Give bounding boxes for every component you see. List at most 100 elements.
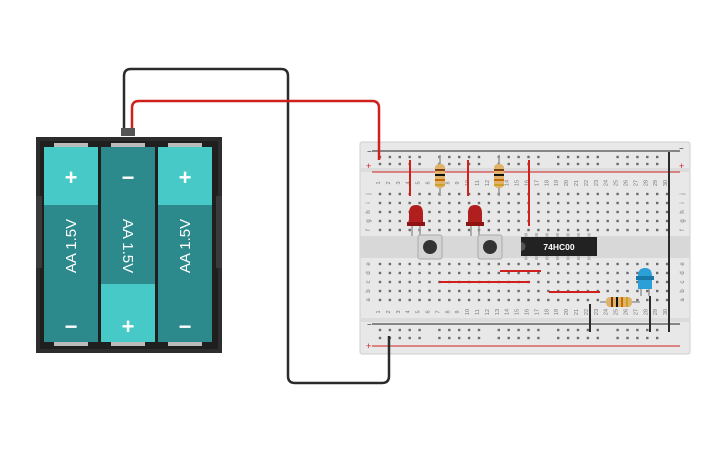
breadboard-hole[interactable] <box>616 228 619 232</box>
breadboard-hole[interactable] <box>458 219 461 223</box>
ic-74hc00[interactable]: 74HC00 <box>521 233 597 260</box>
breadboard-hole[interactable] <box>656 289 659 293</box>
breadboard-hole[interactable] <box>378 262 382 266</box>
breadboard-hole[interactable] <box>388 289 392 293</box>
breadboard-hole[interactable] <box>656 210 659 214</box>
breadboard-hole[interactable] <box>517 271 520 275</box>
breadboard-hole[interactable] <box>428 298 431 302</box>
rail-hole[interactable] <box>477 328 481 332</box>
red-led-2[interactable] <box>466 205 484 236</box>
breadboard-hole[interactable] <box>656 201 659 205</box>
breadboard-hole[interactable] <box>626 210 629 214</box>
breadboard-hole[interactable] <box>636 201 639 205</box>
breadboard-hole[interactable] <box>586 298 590 302</box>
breadboard-hole[interactable] <box>398 228 401 232</box>
rail-hole[interactable] <box>576 155 580 159</box>
rail-hole[interactable] <box>576 328 580 332</box>
breadboard-hole[interactable] <box>378 201 382 205</box>
breadboard-hole[interactable] <box>596 201 599 205</box>
rail-hole[interactable] <box>507 162 510 166</box>
rail-hole[interactable] <box>408 336 411 340</box>
breadboard-hole[interactable] <box>626 219 629 223</box>
rail-hole[interactable] <box>636 336 639 340</box>
battery-cell[interactable]: +−AA 1.5V <box>158 143 212 346</box>
rail-hole[interactable] <box>477 162 481 166</box>
breadboard-hole[interactable] <box>487 210 491 214</box>
breadboard-hole[interactable] <box>388 210 392 214</box>
breadboard-hole[interactable] <box>606 219 609 223</box>
breadboard-hole[interactable] <box>636 192 639 196</box>
breadboard-hole[interactable] <box>656 271 659 275</box>
blue-led[interactable] <box>636 268 654 296</box>
rail-hole[interactable] <box>537 336 540 340</box>
breadboard-hole[interactable] <box>636 280 639 284</box>
breadboard-hole[interactable] <box>388 262 392 266</box>
breadboard-hole[interactable] <box>636 210 639 214</box>
rail-hole[interactable] <box>507 336 510 340</box>
breadboard-hole[interactable] <box>656 219 659 223</box>
breadboard-hole[interactable] <box>507 201 510 205</box>
breadboard-hole[interactable] <box>537 262 540 266</box>
breadboard-hole[interactable] <box>388 192 392 196</box>
breadboard-hole[interactable] <box>497 210 500 214</box>
breadboard-hole[interactable] <box>566 262 570 266</box>
breadboard-hole[interactable] <box>616 192 619 196</box>
breadboard-hole[interactable] <box>596 262 599 266</box>
breadboard-hole[interactable] <box>636 228 639 232</box>
resistor-1[interactable] <box>435 155 445 196</box>
breadboard-hole[interactable] <box>517 192 520 196</box>
breadboard-hole[interactable] <box>507 210 510 214</box>
rail-hole[interactable] <box>398 155 401 159</box>
breadboard-hole[interactable] <box>448 192 451 196</box>
breadboard-hole[interactable] <box>606 262 609 266</box>
breadboard-hole[interactable] <box>418 289 421 293</box>
breadboard-hole[interactable] <box>616 210 619 214</box>
breadboard-hole[interactable] <box>557 262 560 266</box>
rail-hole[interactable] <box>586 155 590 159</box>
breadboard-hole[interactable] <box>458 262 461 266</box>
rail-hole[interactable] <box>586 336 590 340</box>
rail-hole[interactable] <box>467 328 471 332</box>
breadboard-hole[interactable] <box>418 262 421 266</box>
breadboard-hole[interactable] <box>537 201 540 205</box>
breadboard-hole[interactable] <box>418 271 421 275</box>
rail-hole[interactable] <box>458 155 461 159</box>
breadboard-hole[interactable] <box>606 192 609 196</box>
breadboard-hole[interactable] <box>537 271 540 275</box>
breadboard-hole[interactable] <box>448 228 451 232</box>
breadboard-hole[interactable] <box>448 210 451 214</box>
rail-hole[interactable] <box>517 328 520 332</box>
rail-hole[interactable] <box>378 328 382 332</box>
breadboard-hole[interactable] <box>557 298 560 302</box>
breadboard-hole[interactable] <box>487 298 491 302</box>
rail-hole[interactable] <box>477 336 481 340</box>
breadboard-hole[interactable] <box>428 289 431 293</box>
breadboard-hole[interactable] <box>448 298 451 302</box>
breadboard-hole[interactable] <box>636 289 639 293</box>
breadboard-hole[interactable] <box>596 271 599 275</box>
red-led-1[interactable] <box>407 205 425 236</box>
breadboard-hole[interactable] <box>665 289 669 293</box>
rail-hole[interactable] <box>378 162 382 166</box>
rail-hole[interactable] <box>557 336 560 340</box>
breadboard-hole[interactable] <box>596 219 599 223</box>
breadboard-hole[interactable] <box>467 228 471 232</box>
breadboard-hole[interactable] <box>408 262 411 266</box>
rail-hole[interactable] <box>448 162 451 166</box>
breadboard-hole[interactable] <box>606 289 609 293</box>
rail-hole[interactable] <box>646 155 649 159</box>
breadboard-hole[interactable] <box>388 271 392 275</box>
breadboard-hole[interactable] <box>557 280 560 284</box>
breadboard-hole[interactable] <box>537 228 540 232</box>
breadboard-hole[interactable] <box>517 201 520 205</box>
rail-hole[interactable] <box>656 328 659 332</box>
battery-cell[interactable]: −+AA 1.5V <box>101 143 155 346</box>
breadboard-hole[interactable] <box>487 271 491 275</box>
battery-cell[interactable]: +−AA 1.5V <box>44 143 98 346</box>
breadboard-hole[interactable] <box>467 289 471 293</box>
breadboard-hole[interactable] <box>557 192 560 196</box>
breadboard-hole[interactable] <box>656 298 659 302</box>
rail-hole[interactable] <box>388 162 392 166</box>
breadboard-hole[interactable] <box>378 219 382 223</box>
red-power-wire[interactable] <box>130 99 381 160</box>
